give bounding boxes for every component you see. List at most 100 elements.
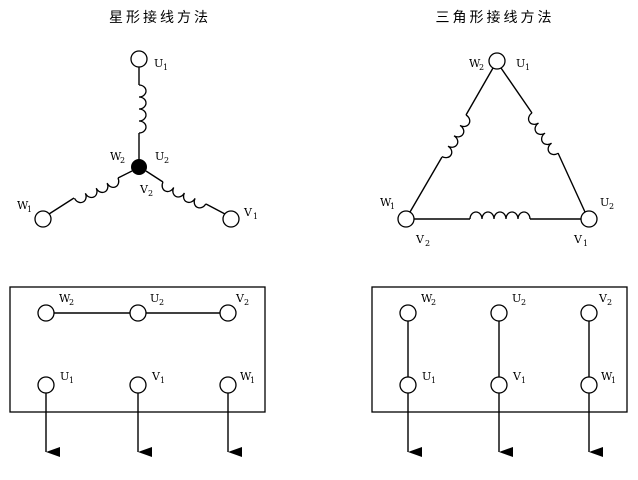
svg-text:V: V <box>573 233 583 246</box>
delta-label-w2: W2 <box>469 57 484 72</box>
delta-box-label-w2: W2 <box>421 292 436 307</box>
star-terminal-v1 <box>222 210 240 228</box>
svg-text:1: 1 <box>253 212 258 221</box>
svg-text:2: 2 <box>607 298 612 307</box>
svg-text:V: V <box>139 183 149 196</box>
svg-text:W: W <box>421 292 433 305</box>
svg-text:1: 1 <box>27 205 32 214</box>
star-coil-v <box>161 181 207 209</box>
svg-text:2: 2 <box>425 239 430 248</box>
svg-text:U: U <box>60 370 69 383</box>
svg-text:1: 1 <box>69 376 74 385</box>
delta-wire <box>465 67 494 116</box>
svg-text:U: U <box>516 57 525 70</box>
svg-text:1: 1 <box>611 376 616 385</box>
svg-text:U: U <box>150 292 159 305</box>
svg-text:1: 1 <box>521 376 526 385</box>
svg-text:W: W <box>601 370 613 383</box>
delta-coil-right <box>527 112 559 156</box>
svg-text:V: V <box>598 292 608 305</box>
delta-box-terminal-v2 <box>580 304 598 322</box>
svg-text:V: V <box>235 292 245 305</box>
delta-box-label-w1: W1 <box>601 370 616 385</box>
svg-text:1: 1 <box>431 376 436 385</box>
delta-terminal-right <box>580 210 598 228</box>
svg-text:W: W <box>17 199 29 212</box>
svg-text:U: U <box>154 57 163 70</box>
star-box-label-w2: W2 <box>59 292 74 307</box>
delta-title: 三角形接线方法 <box>436 9 555 26</box>
star-box-terminal-u1 <box>37 376 55 394</box>
svg-text:1: 1 <box>163 63 168 72</box>
star-box-terminal-w2 <box>37 304 55 322</box>
delta-coil-left <box>441 114 471 159</box>
delta-coil-bottom <box>469 211 531 220</box>
star-box-label-w1: W1 <box>240 370 255 385</box>
delta-box-terminal-w1 <box>580 376 598 394</box>
star-terminal-w1 <box>34 210 52 228</box>
star-box-terminal-u2 <box>129 304 147 322</box>
svg-text:2: 2 <box>148 189 153 198</box>
svg-text:1: 1 <box>583 239 588 248</box>
svg-text:U: U <box>512 292 521 305</box>
star-box-terminal-v2 <box>219 304 237 322</box>
svg-text:V: V <box>512 370 522 383</box>
svg-text:V: V <box>151 370 161 383</box>
delta-terminal-left <box>397 210 415 228</box>
svg-text:1: 1 <box>525 63 530 72</box>
delta-box-terminal-u2 <box>490 304 508 322</box>
star-wire <box>117 170 133 179</box>
delta-box-terminal-v1 <box>490 376 508 394</box>
svg-text:1: 1 <box>160 376 165 385</box>
star-title: 星形接线方法 <box>109 9 211 26</box>
svg-text:2: 2 <box>609 202 614 211</box>
star-label-w2: W2 <box>110 150 125 165</box>
svg-text:2: 2 <box>164 156 169 165</box>
svg-text:W: W <box>469 57 481 70</box>
delta-terminal-top <box>488 52 506 70</box>
svg-text:U: U <box>422 370 431 383</box>
svg-text:U: U <box>600 196 609 209</box>
star-box-terminal-w1 <box>219 376 237 394</box>
star-neutral-node <box>131 159 147 175</box>
svg-text:W: W <box>380 196 392 209</box>
delta-wire <box>409 156 443 213</box>
star-box-terminal-v1 <box>129 376 147 394</box>
star-label-w1: W1 <box>17 199 32 214</box>
star-wire <box>48 197 75 215</box>
svg-text:2: 2 <box>521 298 526 307</box>
star-coil-u <box>138 84 147 134</box>
svg-text:W: W <box>110 150 122 163</box>
svg-text:1: 1 <box>250 376 255 385</box>
delta-label-w1: W1 <box>380 196 395 211</box>
delta-wire <box>500 67 533 114</box>
svg-text:U: U <box>155 150 164 163</box>
delta-wire <box>557 152 586 213</box>
svg-text:2: 2 <box>69 298 74 307</box>
svg-text:1: 1 <box>390 202 395 211</box>
svg-text:W: W <box>240 370 252 383</box>
star-terminal-u1 <box>130 50 148 68</box>
svg-text:V: V <box>415 233 425 246</box>
delta-box-terminal-w2 <box>399 304 417 322</box>
delta-box-terminal-u1 <box>399 376 417 394</box>
svg-text:2: 2 <box>159 298 164 307</box>
